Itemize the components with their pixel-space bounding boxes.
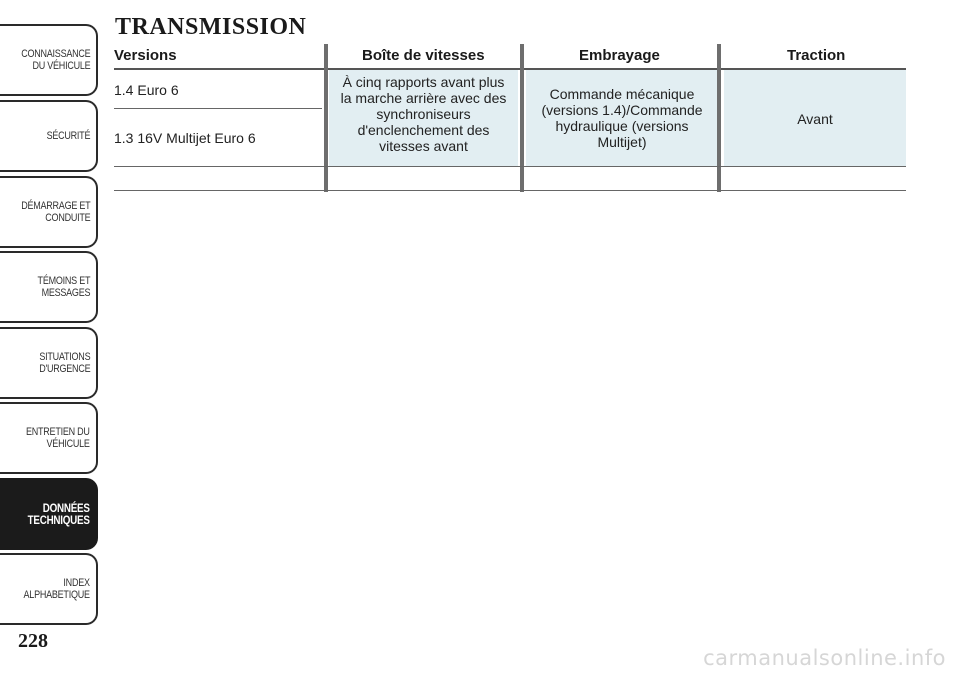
transmission-table: Versions Boîte de vitesses Embrayage Tra…	[114, 42, 906, 192]
tab-securite[interactable]: SÉCURITÉ	[0, 100, 98, 172]
tab-connaissance-du-vehicule[interactable]: CONNAISSANCE DU VÉHICULE	[0, 24, 98, 96]
traction-cell	[724, 70, 906, 166]
column-separator	[324, 44, 328, 192]
tab-demarrage-et-conduite[interactable]: DÉMARRAGE ET CONDUITE	[0, 176, 98, 248]
tab-label: INDEX ALPHABETIQUE	[23, 577, 90, 601]
tab-label: SITUATIONS D'URGENCE	[38, 351, 90, 375]
table-header: Versions Boîte de vitesses Embrayage Tra…	[114, 42, 906, 70]
watermark: carmanualsonline.info	[703, 646, 946, 670]
page-number: 228	[18, 630, 48, 652]
tab-label: SÉCURITÉ	[46, 130, 90, 142]
traction-text: Avant	[797, 111, 833, 127]
tab-situations-d-urgence[interactable]: SITUATIONS D'URGENCE	[0, 327, 98, 399]
chapter-tabs: CONNAISSANCE DU VÉHICULE SÉCURITÉ DÉMARR…	[0, 0, 100, 640]
row-divider	[114, 108, 322, 109]
section-title: TRANSMISSION	[115, 14, 307, 40]
tab-label: DÉMARRAGE ET CONDUITE	[20, 200, 90, 224]
row-version-2: 1.3 16V Multijet Euro 6	[114, 130, 256, 146]
tab-temoins-et-messages[interactable]: TÉMOINS ET MESSAGES	[0, 251, 98, 323]
header-boite-de-vitesses: Boîte de vitesses	[362, 47, 485, 64]
tab-label: DONNÉES TECHNIQUES	[27, 501, 90, 527]
clutch-text: Commande mécanique (versions 1.4)/Comman…	[541, 86, 703, 150]
tab-entretien-du-vehicule[interactable]: ENTRETIEN DU VÉHICULE	[0, 402, 98, 474]
table-bottom-line	[114, 190, 906, 191]
tab-donnees-techniques[interactable]: DONNÉES TECHNIQUES	[0, 478, 98, 550]
gearbox-cell	[329, 70, 518, 166]
header-embrayage: Embrayage	[579, 47, 660, 64]
row-version-1: 1.4 Euro 6	[114, 82, 179, 98]
tab-index-alphabetique[interactable]: INDEX ALPHABETIQUE	[0, 553, 98, 625]
gearbox-text: À cinq rapports avant plus la marche arr…	[340, 74, 507, 154]
column-separator	[520, 44, 524, 192]
column-separator	[717, 44, 721, 192]
tab-label: TÉMOINS ET MESSAGES	[37, 275, 90, 299]
header-versions: Versions	[114, 47, 177, 64]
tab-label: ENTRETIEN DU VÉHICULE	[26, 426, 90, 450]
header-traction: Traction	[787, 47, 846, 64]
table-row-bottom-line	[114, 166, 906, 167]
tab-label: CONNAISSANCE DU VÉHICULE	[20, 48, 90, 72]
clutch-cell	[526, 70, 718, 166]
